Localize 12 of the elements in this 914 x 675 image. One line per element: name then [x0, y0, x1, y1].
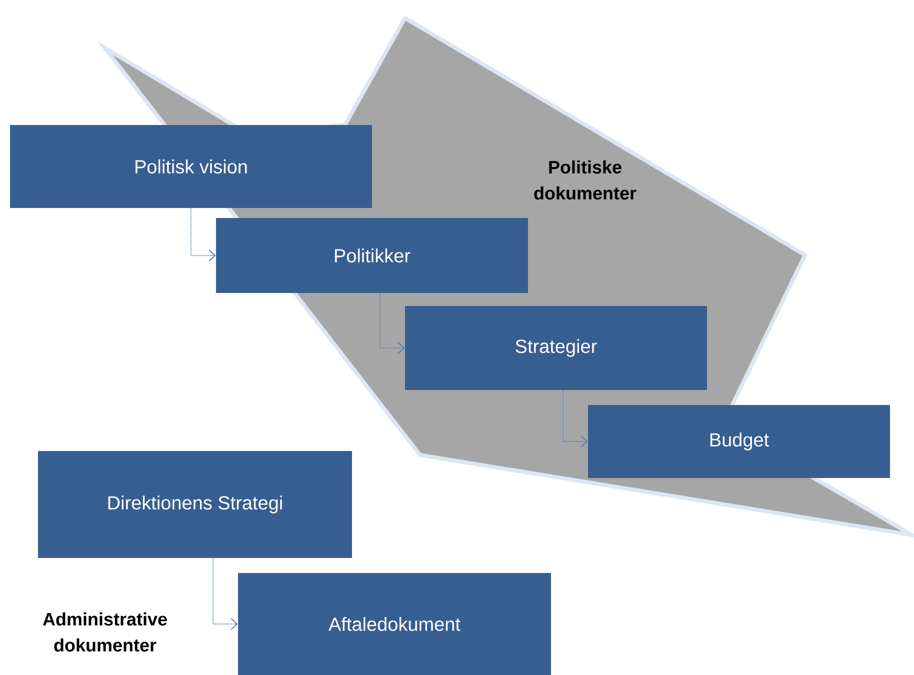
elbow-arrow: [190, 208, 216, 262]
process-box: Strategier: [405, 306, 707, 390]
elbow-arrow: [212, 558, 238, 630]
group-label: Politiske dokumenter: [534, 160, 636, 200]
process-box: Politisk vision: [10, 125, 372, 208]
process-box: Direktionens Strategi: [38, 451, 352, 558]
group-label: Administrative dokumenter: [42, 612, 167, 652]
elbow-arrow: [562, 390, 588, 448]
elbow-arrow: [380, 292, 405, 354]
process-box: Politikker: [216, 218, 528, 293]
process-box: Budget: [588, 405, 890, 478]
process-box: Aftaledokument: [238, 573, 551, 675]
